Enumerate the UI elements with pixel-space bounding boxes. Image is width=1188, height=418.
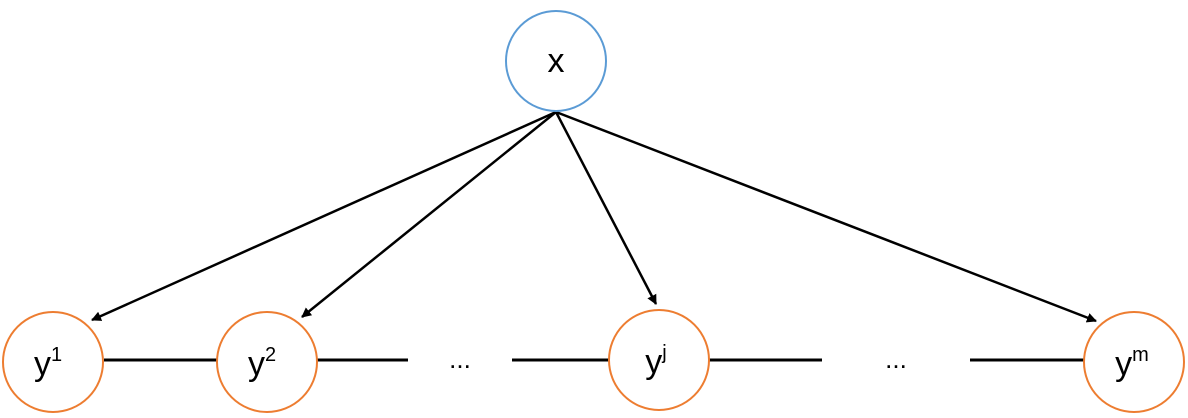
node-ym-sup: m [1132, 344, 1149, 366]
edge-x-yj [554, 111, 658, 305]
node-ym-label: ym [1115, 344, 1149, 383]
node-y1-circle [2, 311, 104, 413]
edge-x-ym [555, 110, 1097, 323]
node-y2-label: y2 [248, 344, 276, 383]
node-yj-base: y [645, 343, 662, 381]
node-yj-label: yj [645, 342, 666, 381]
chain-ellipsis-1: ... [449, 344, 471, 374]
edge-x-y1 [91, 110, 557, 322]
node-y2-circle [216, 311, 318, 413]
node-yj-sup: j [661, 342, 666, 364]
node-x: x [505, 10, 607, 112]
node-y2-sup: 2 [265, 344, 276, 366]
node-x-label: x [548, 42, 565, 80]
node-x-circle [505, 10, 607, 112]
node-y1-sup: 1 [51, 344, 62, 366]
node-y2: y2 [216, 311, 318, 413]
directed-edges [91, 110, 1097, 323]
node-y1-base: y [34, 345, 51, 383]
node-yj: yj [608, 309, 710, 411]
node-y2-base: y [248, 345, 265, 383]
node-ym-base: y [1115, 345, 1132, 383]
node-yj-circle [608, 309, 710, 411]
chain-ellipsis-2: ... [885, 344, 907, 374]
node-ym: ym [1083, 311, 1185, 413]
node-y1-label: y1 [34, 344, 62, 383]
edge-x-y2 [301, 111, 557, 318]
node-ym-circle [1083, 311, 1185, 413]
node-y1: y1 [2, 311, 104, 413]
